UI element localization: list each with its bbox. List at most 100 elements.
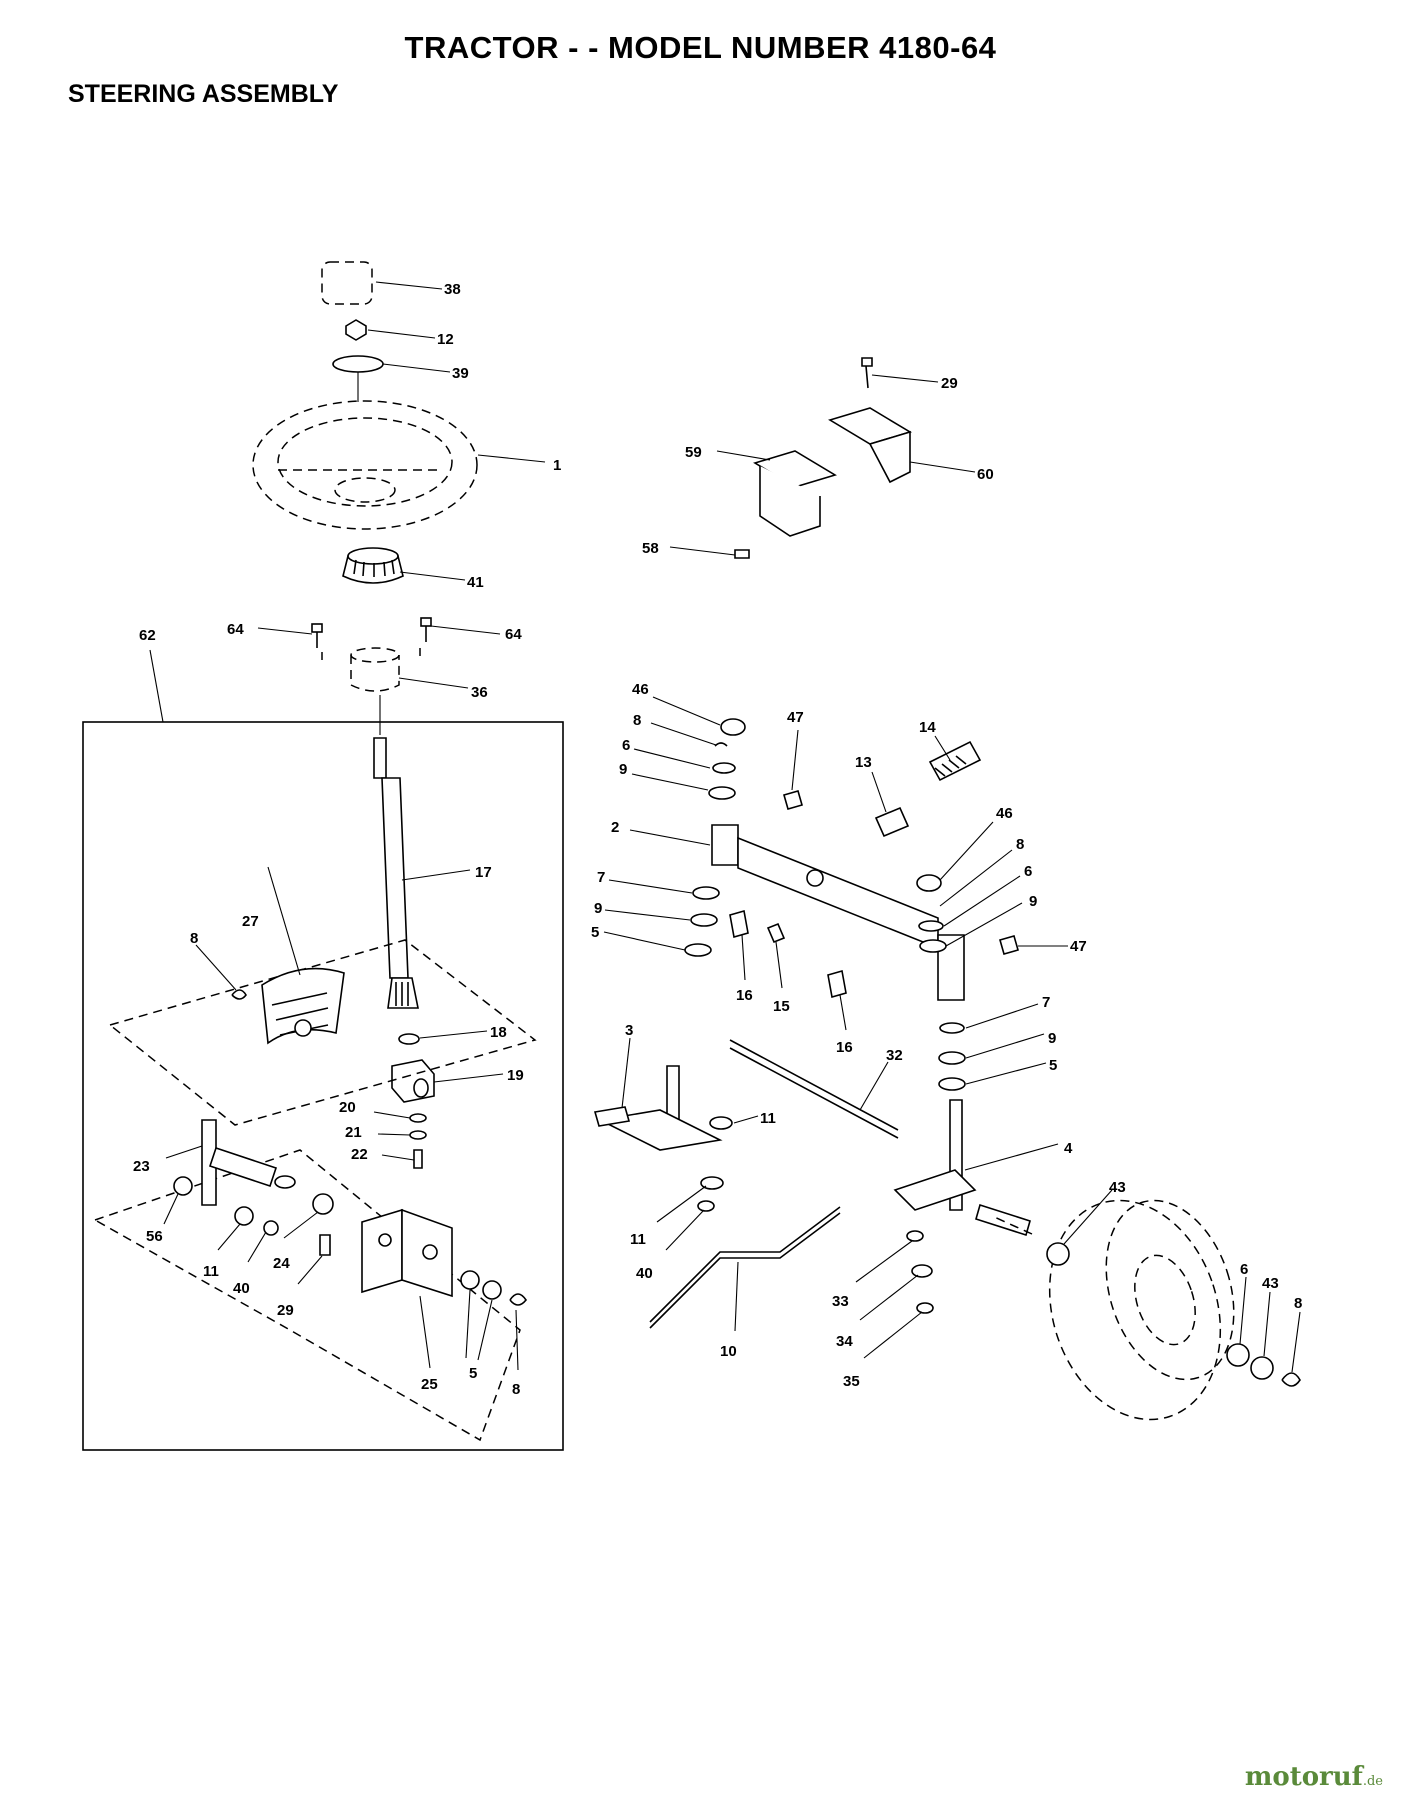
front-axle-group bbox=[593, 718, 1301, 1421]
steering-shaft-part bbox=[373, 737, 419, 1009]
callout-9-left-top: 9 bbox=[619, 761, 627, 778]
callout-21: 21 bbox=[345, 1124, 362, 1141]
watermark-brand: motoruf bbox=[1244, 1762, 1363, 1792]
callout-40-left: 40 bbox=[233, 1280, 250, 1297]
washer-34-part bbox=[911, 1264, 933, 1278]
fitting-47b-part bbox=[999, 935, 1019, 955]
spindle-right-part bbox=[893, 1099, 1031, 1237]
callout-25: 25 bbox=[421, 1376, 438, 1393]
callout-11-mid-bottom: 11 bbox=[630, 1231, 646, 1248]
callout-5-left: 5 bbox=[591, 924, 599, 941]
nut-15-part bbox=[766, 922, 786, 944]
callout-1: 1 bbox=[553, 457, 561, 474]
nut-part bbox=[345, 319, 367, 341]
cap-46a-part bbox=[720, 718, 746, 736]
callout-8-wheel: 8 bbox=[1294, 1295, 1302, 1312]
callout-40-mid: 40 bbox=[636, 1265, 653, 1282]
callout-2: 2 bbox=[611, 819, 619, 836]
sector-gear-part bbox=[261, 967, 345, 1045]
washer-43b-part bbox=[1250, 1356, 1274, 1380]
steering-column-group bbox=[252, 261, 478, 1169]
tie-rod-part bbox=[729, 1039, 899, 1139]
washer-18-part bbox=[398, 1033, 420, 1045]
clip-8b-part bbox=[509, 1293, 527, 1306]
callout-8-box: 8 bbox=[512, 1381, 520, 1398]
callout-64-left: 64 bbox=[227, 621, 244, 638]
washer-33-part bbox=[906, 1230, 924, 1242]
page-title: TRACTOR - - MODEL NUMBER 4180-64 bbox=[404, 30, 997, 65]
bushing-16a-part bbox=[729, 909, 749, 939]
callout-8-left: 8 bbox=[190, 930, 198, 947]
gear-bracket-part bbox=[361, 1208, 453, 1298]
callout-6-wheel: 6 bbox=[1240, 1261, 1248, 1278]
callout-60: 60 bbox=[977, 466, 994, 483]
washer-part bbox=[332, 355, 384, 373]
steering-wheel-part bbox=[252, 400, 478, 530]
callout-6-left: 6 bbox=[622, 737, 630, 754]
callout-18: 18 bbox=[490, 1024, 507, 1041]
cap-46b-part bbox=[916, 874, 942, 892]
callout-20: 20 bbox=[339, 1099, 356, 1116]
callout-16-left: 16 bbox=[736, 987, 753, 1004]
washer-20-part bbox=[409, 1113, 427, 1123]
steering-gear-box bbox=[82, 649, 564, 1451]
washer-21-part bbox=[409, 1130, 427, 1140]
bolt-29-part bbox=[319, 1234, 331, 1256]
callout-47-right: 47 bbox=[1070, 938, 1087, 955]
callout-6-right: 6 bbox=[1024, 863, 1032, 880]
gear-housing-part bbox=[391, 1059, 435, 1103]
spring-14-part bbox=[928, 740, 982, 782]
callout-64-right: 64 bbox=[505, 626, 522, 643]
callout-34: 34 bbox=[836, 1333, 853, 1350]
callout-47-left: 47 bbox=[787, 709, 804, 726]
screw-22-part bbox=[413, 1149, 423, 1169]
pitman-shaft-part bbox=[201, 1119, 296, 1206]
bushing-16b-part bbox=[827, 969, 847, 999]
fitting-47a-part bbox=[783, 790, 803, 810]
spindle-left-part bbox=[593, 1065, 723, 1151]
callout-7-left: 7 bbox=[597, 869, 605, 886]
callout-35: 35 bbox=[843, 1373, 860, 1390]
callout-13: 13 bbox=[855, 754, 872, 771]
callout-9-left-mid: 9 bbox=[594, 900, 602, 917]
callout-22: 22 bbox=[351, 1146, 368, 1163]
clip-8-part bbox=[231, 989, 247, 1000]
bushing-24-part bbox=[312, 1193, 334, 1215]
washer-6c-part bbox=[1226, 1343, 1250, 1367]
callout-46-left: 46 bbox=[632, 681, 649, 698]
callout-24: 24 bbox=[273, 1255, 290, 1272]
callout-11-left: 11 bbox=[203, 1263, 219, 1280]
callout-58: 58 bbox=[642, 540, 659, 557]
washer-56-part bbox=[173, 1176, 193, 1196]
callout-43-top: 43 bbox=[1109, 1179, 1126, 1196]
callout-38: 38 bbox=[444, 281, 461, 298]
steering-hub-part bbox=[342, 547, 404, 584]
washer-43a-part bbox=[1046, 1242, 1070, 1266]
mounting-brackets-group bbox=[734, 357, 912, 559]
callout-23: 23 bbox=[133, 1158, 150, 1175]
bracket-59-part bbox=[753, 450, 837, 537]
callout-12: 12 bbox=[437, 331, 454, 348]
front-wheel-part bbox=[1048, 1199, 1235, 1421]
column-bushing-part bbox=[350, 647, 400, 692]
callout-10: 10 bbox=[720, 1343, 737, 1360]
bolt-left-part bbox=[311, 623, 323, 648]
bolt-29b-part bbox=[861, 357, 873, 389]
callout-19: 19 bbox=[507, 1067, 524, 1084]
nut-40b-part bbox=[697, 1200, 715, 1212]
callout-59: 59 bbox=[685, 444, 702, 461]
callout-11-mid-top: 11 bbox=[760, 1110, 776, 1127]
steering-cap-part bbox=[321, 261, 373, 305]
callout-15: 15 bbox=[773, 998, 790, 1015]
washer-11c-part bbox=[700, 1176, 724, 1190]
drag-link-part bbox=[649, 1206, 841, 1329]
callout-17: 17 bbox=[475, 864, 492, 881]
callout-5-right: 5 bbox=[1049, 1057, 1057, 1074]
callout-8-axle-left: 8 bbox=[633, 712, 641, 729]
callout-39: 39 bbox=[452, 365, 469, 382]
bolt-right-part bbox=[420, 617, 432, 642]
watermark-tld: .de bbox=[1362, 1774, 1383, 1789]
clip-8e-part bbox=[1281, 1372, 1301, 1387]
callout-33: 33 bbox=[832, 1293, 849, 1310]
callout-29-left: 29 bbox=[277, 1302, 294, 1319]
